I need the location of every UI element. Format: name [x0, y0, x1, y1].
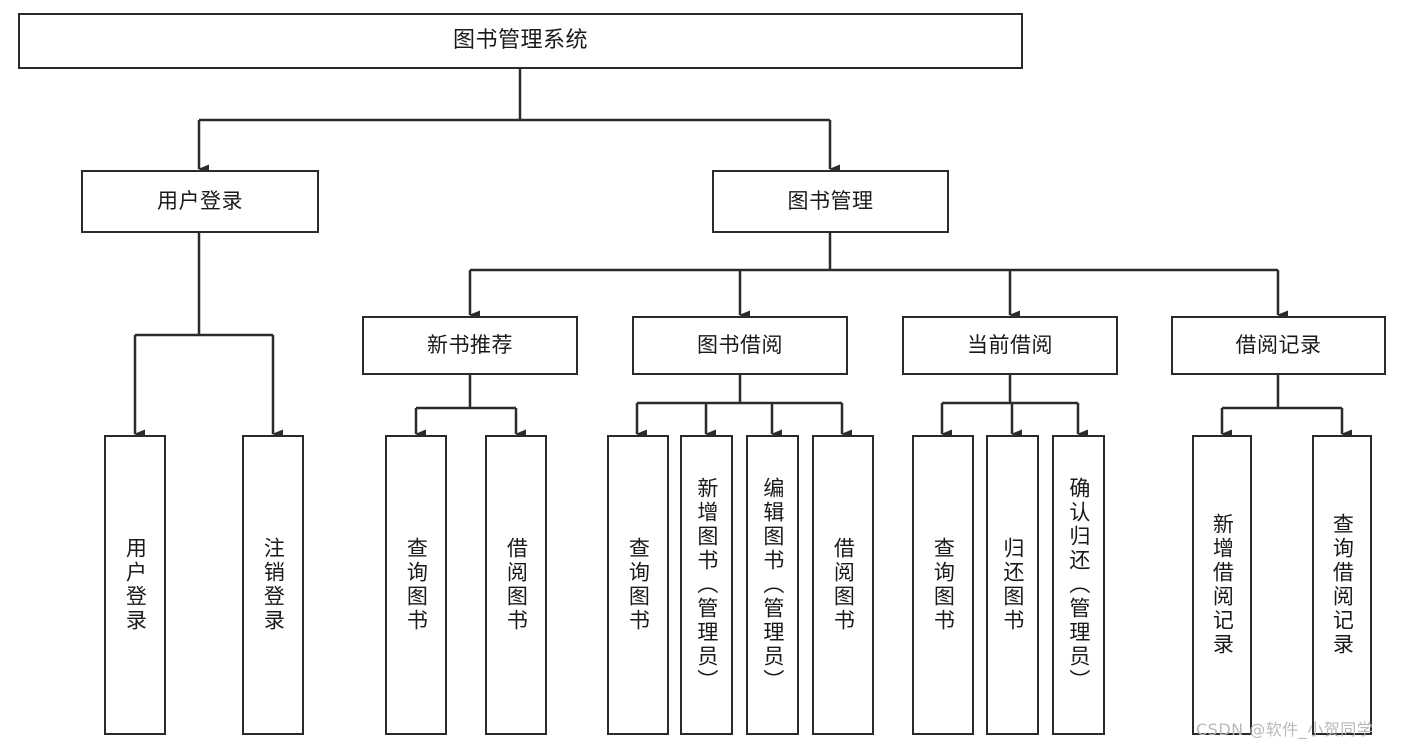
node-label: 新书推荐 [427, 333, 513, 358]
node-label: 用户登录 [123, 537, 148, 633]
node-leaf-cb-return[interactable]: 归还图书 [986, 435, 1039, 735]
node-label: 借阅图书 [831, 537, 856, 633]
node-leaf-br-add[interactable]: 新增借阅记录 [1192, 435, 1252, 735]
node-leaf-bb-add[interactable]: 新增图书（管理员） [680, 435, 733, 735]
node-leaf-rec-query[interactable]: 查询图书 [385, 435, 447, 735]
node-leaf-rec-borrow[interactable]: 借阅图书 [485, 435, 547, 735]
node-label: 图书管理 [787, 189, 874, 214]
node-label: 归还图书 [1000, 537, 1025, 633]
node-label: 图书管理系统 [452, 28, 588, 54]
node-label: 查询图书 [404, 537, 429, 633]
node-label: 图书借阅 [697, 333, 783, 358]
node-label: 查询图书 [931, 537, 956, 633]
node-book-borrow[interactable]: 图书借阅 [632, 316, 848, 375]
node-label: 用户登录 [157, 189, 243, 214]
edge-group [133, 69, 1352, 439]
node-book-manage[interactable]: 图书管理 [712, 170, 949, 233]
node-leaf-cb-query[interactable]: 查询图书 [912, 435, 974, 735]
node-label: 编辑图书（管理员） [760, 477, 785, 693]
node-leaf-user-login[interactable]: 用户登录 [104, 435, 166, 735]
node-new-book-rec[interactable]: 新书推荐 [362, 316, 578, 375]
node-label: 查询借阅记录 [1330, 513, 1355, 657]
node-label: 借阅记录 [1235, 333, 1322, 358]
node-current-borrow[interactable]: 当前借阅 [902, 316, 1118, 375]
node-label: 查询图书 [626, 537, 651, 633]
node-label: 新增图书（管理员） [694, 477, 719, 693]
node-borrow-record[interactable]: 借阅记录 [1171, 316, 1386, 375]
node-leaf-user-logout[interactable]: 注销登录 [242, 435, 304, 735]
node-root[interactable]: 图书管理系统 [18, 13, 1023, 69]
node-leaf-cb-confirm[interactable]: 确认归还（管理员） [1052, 435, 1105, 735]
node-label: 注销登录 [261, 537, 286, 633]
node-leaf-bb-query[interactable]: 查询图书 [607, 435, 669, 735]
node-label: 确认归还（管理员） [1066, 477, 1091, 693]
node-label: 新增借阅记录 [1210, 513, 1235, 657]
node-leaf-br-query[interactable]: 查询借阅记录 [1312, 435, 1372, 735]
watermark-text: CSDN @软件_小贺同学 [1196, 720, 1374, 739]
node-leaf-bb-edit[interactable]: 编辑图书（管理员） [746, 435, 799, 735]
node-user-login[interactable]: 用户登录 [81, 170, 319, 233]
node-leaf-bb-borrow[interactable]: 借阅图书 [812, 435, 874, 735]
node-label: 当前借阅 [967, 333, 1053, 358]
node-label: 借阅图书 [504, 537, 529, 633]
